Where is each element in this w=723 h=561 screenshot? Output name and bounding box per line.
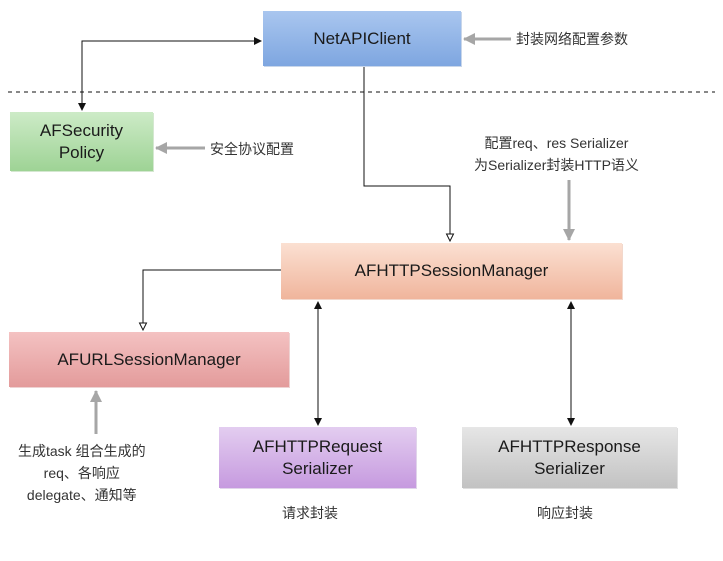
af-security-policy-label-line2: Policy (58, 142, 105, 162)
af-http-response-serializer-label-line2: Serializer (534, 458, 605, 478)
serializer-note: 配置req、res Serializer 为Serializer封装HTTP语义 (474, 132, 639, 176)
serializer-note-line1: 配置req、res Serializer (484, 135, 629, 151)
connector-netapi-session (363, 67, 450, 241)
connector-session-url (143, 269, 281, 330)
security-note: 安全协议配置 (210, 141, 294, 157)
serializer-note-line2: 为Serializer封装HTTP语义 (474, 157, 639, 173)
url-session-note-line2: req、各响应 (43, 465, 120, 481)
af-http-request-serializer-box: AFHTTPRequest Serializer (219, 427, 416, 488)
url-session-note: 生成task 组合生成的 req、各响应 delegate、通知等 (18, 440, 146, 506)
netapi-client-label: NetAPIClient (313, 28, 411, 48)
af-http-request-serializer-label-line2: Serializer (282, 458, 353, 478)
af-url-session-manager-label: AFURLSessionManager (57, 349, 241, 369)
af-security-policy-box: AFSecurity Policy (10, 112, 153, 171)
af-url-session-manager-box: AFURLSessionManager (9, 332, 289, 387)
request-note: 请求封装 (282, 505, 338, 521)
af-security-policy-label-line1: AFSecurity (39, 120, 124, 140)
af-http-session-manager-box: AFHTTPSessionManager (281, 243, 622, 299)
af-http-request-serializer-label-line1: AFHTTPRequest (252, 436, 383, 456)
netapi-note: 封装网络配置参数 (516, 31, 628, 47)
url-session-note-line1: 生成task 组合生成的 (18, 443, 146, 459)
af-http-session-manager-label: AFHTTPSessionManager (354, 261, 549, 280)
netapi-client-box: NetAPIClient (263, 11, 461, 66)
response-note: 响应封装 (537, 505, 593, 521)
url-session-note-line3: delegate、通知等 (26, 487, 137, 503)
connector-netapi-security (78, 37, 262, 111)
af-http-response-serializer-box: AFHTTPResponse Serializer (462, 427, 677, 488)
af-http-response-serializer-label-line1: AFHTTPResponse (498, 436, 641, 456)
